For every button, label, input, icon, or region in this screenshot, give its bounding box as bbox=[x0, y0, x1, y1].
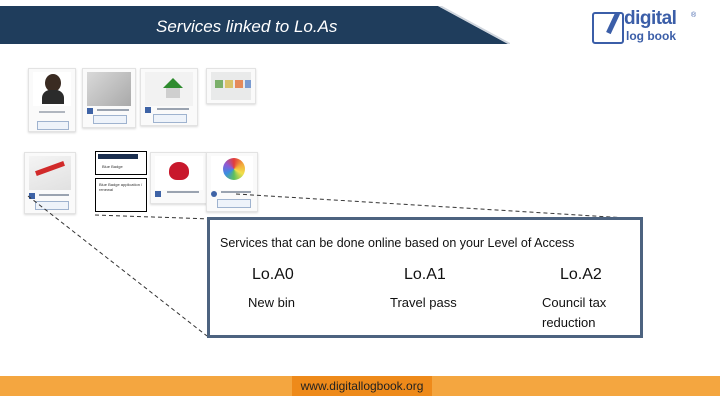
card-text-line bbox=[39, 194, 69, 196]
house-image bbox=[145, 72, 193, 106]
card-text-line bbox=[221, 191, 251, 193]
footer-bar: www.digitallogbook.org bbox=[0, 376, 720, 396]
card-text-line bbox=[157, 108, 189, 110]
card-button[interactable] bbox=[93, 115, 127, 124]
logo-word-logbook: log book bbox=[626, 29, 676, 43]
service-card-community[interactable] bbox=[206, 152, 258, 212]
title-banner: Services linked to Lo.As bbox=[0, 6, 510, 44]
service-card-cubes[interactable] bbox=[206, 68, 256, 104]
card-icon bbox=[145, 107, 151, 113]
footer-url-link[interactable]: www.digitallogbook.org bbox=[300, 379, 424, 393]
card-text-line bbox=[167, 191, 199, 193]
card-button[interactable] bbox=[217, 199, 251, 208]
loa-level-2: Lo.A2 bbox=[560, 266, 602, 283]
calculator-image bbox=[87, 72, 131, 106]
card-icon bbox=[87, 108, 93, 114]
card-button[interactable] bbox=[37, 121, 69, 130]
title-banner-shape bbox=[0, 6, 510, 44]
card-icon bbox=[29, 193, 35, 199]
service-card-finance[interactable] bbox=[82, 68, 136, 128]
card-button[interactable] bbox=[153, 114, 187, 123]
footer-right-band bbox=[432, 376, 720, 396]
service-card-health[interactable] bbox=[24, 152, 76, 214]
thumb-header-bar bbox=[98, 154, 138, 159]
logo-trademark: ® bbox=[691, 12, 697, 19]
loa1-service: Travel pass bbox=[390, 295, 457, 310]
logo-word-digital: digital bbox=[624, 8, 677, 29]
card-icon bbox=[155, 191, 161, 197]
thermometer-image bbox=[29, 156, 71, 190]
loa-level-1: Lo.A1 bbox=[404, 266, 446, 283]
card-button[interactable] bbox=[35, 201, 69, 210]
service-card-profile[interactable] bbox=[28, 68, 76, 132]
digital-logbook-logo: digital log book ® bbox=[592, 8, 700, 46]
loa0-service: New bin bbox=[248, 295, 295, 310]
heart-image bbox=[155, 156, 203, 190]
footer-mid-band bbox=[292, 376, 432, 396]
community-wheel-image bbox=[211, 156, 253, 190]
card-text-line bbox=[97, 109, 129, 111]
logo-mark-icon bbox=[592, 12, 624, 44]
page-title: Services linked to Lo.As bbox=[156, 17, 338, 36]
thumb-label: Blue Badge bbox=[102, 164, 123, 169]
panel-heading: Services that can be done online based o… bbox=[220, 236, 575, 250]
card-icon bbox=[211, 191, 217, 197]
bin-collections-thumb[interactable]: Blue Badge application / renewal bbox=[95, 178, 147, 212]
loa-panel: Services that can be done online based o… bbox=[207, 217, 643, 338]
service-card-heart[interactable] bbox=[150, 152, 208, 204]
blocks-image bbox=[211, 72, 251, 100]
service-card-housing[interactable] bbox=[140, 68, 198, 126]
thumb-text: Blue Badge application / renewal bbox=[99, 182, 143, 192]
card-text-line bbox=[39, 111, 65, 113]
footer-left-band bbox=[0, 376, 292, 396]
loa2-service: Council tax reduction bbox=[542, 295, 607, 330]
blue-badge-thumb[interactable]: Blue Badge bbox=[95, 151, 147, 175]
profile-photo bbox=[33, 72, 71, 106]
loa-level-0: Lo.A0 bbox=[252, 266, 294, 283]
